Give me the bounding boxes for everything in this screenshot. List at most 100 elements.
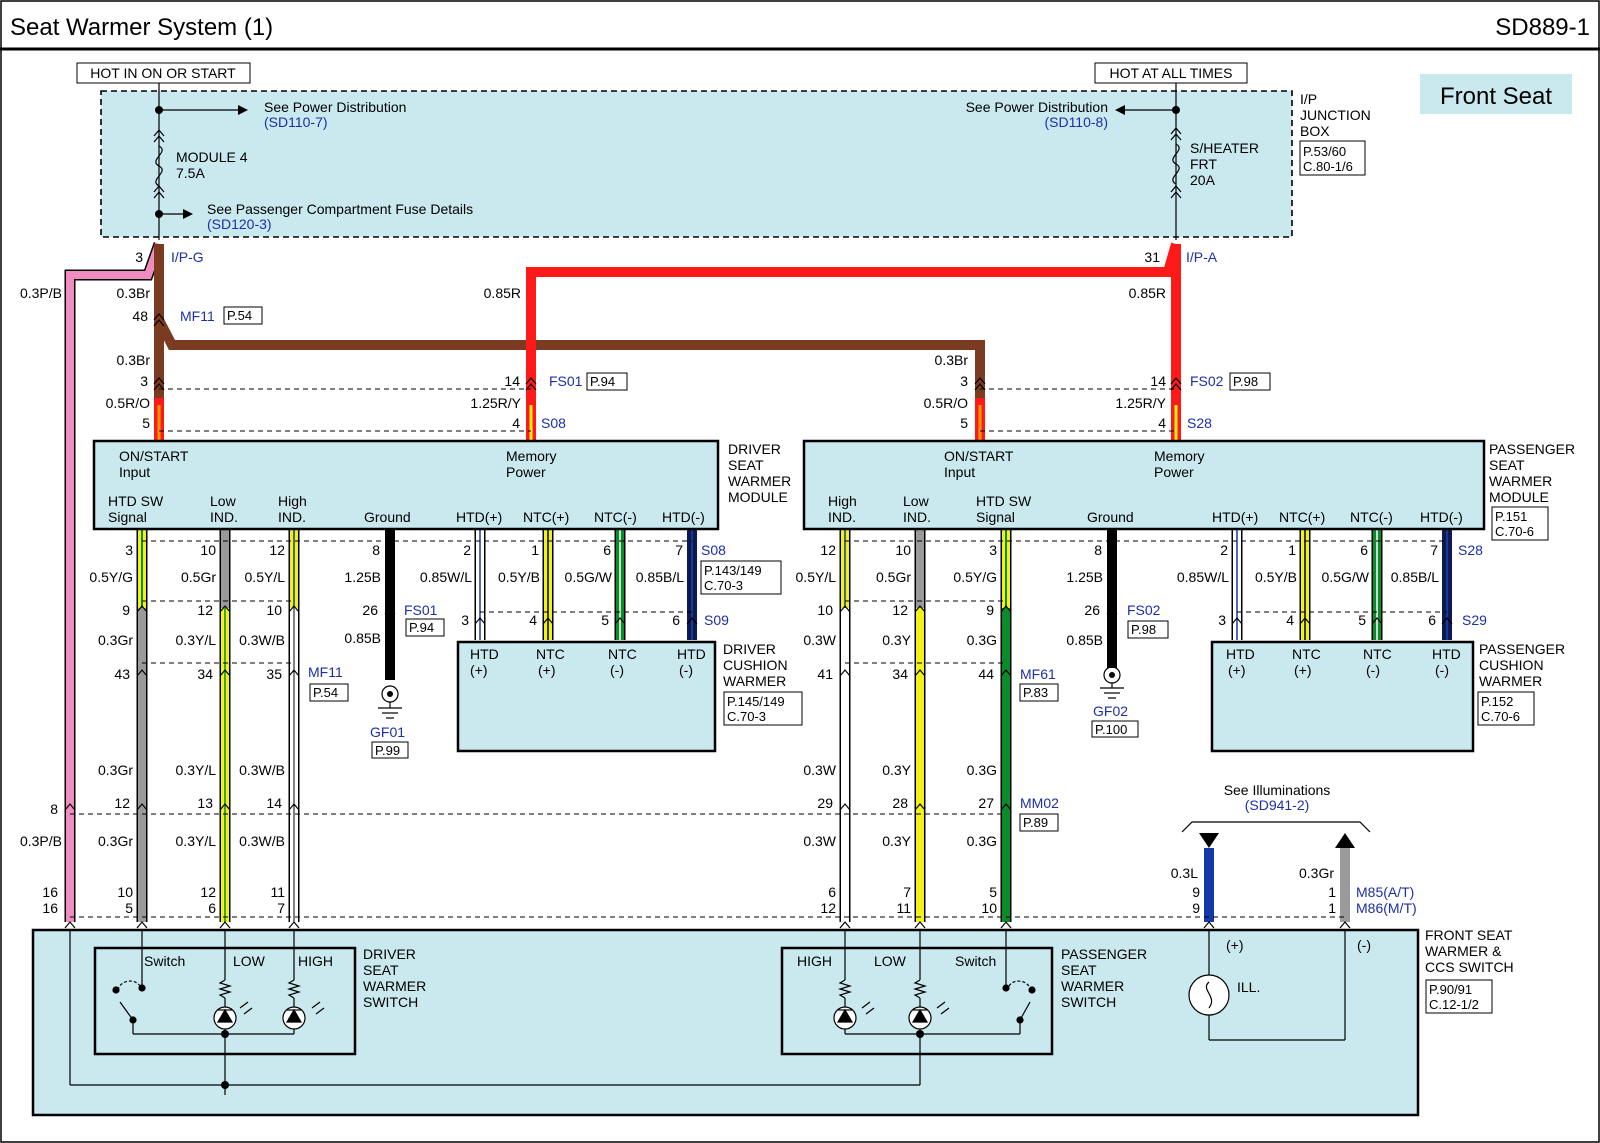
svg-text:0.3Y: 0.3Y xyxy=(882,833,911,849)
svg-text:44: 44 xyxy=(978,666,994,682)
conn-mf11-mid[interactable]: MF11 xyxy=(308,664,343,680)
conn-mf11-top[interactable]: MF11 xyxy=(180,308,215,324)
conn-fs02-ground[interactable]: FS02 xyxy=(1127,602,1161,618)
wire-0-3br-cross xyxy=(154,317,985,398)
conn-s28-bottom[interactable]: S28 xyxy=(1458,542,1483,558)
conn-fs02[interactable]: FS02 xyxy=(1190,373,1224,389)
svg-text:35: 35 xyxy=(266,666,282,682)
svg-text:MODULE 4: MODULE 4 xyxy=(176,149,248,165)
svg-text:0.3W: 0.3W xyxy=(803,632,836,648)
svg-text:0.3W/B: 0.3W/B xyxy=(239,632,285,648)
page-title: Seat Warmer System (1) xyxy=(10,14,273,41)
conn-m86[interactable]: M86(M/T) xyxy=(1356,900,1417,916)
svg-text:(-): (-) xyxy=(1357,937,1371,953)
svg-text:0.3G: 0.3G xyxy=(967,762,997,778)
ref-sd110-7[interactable]: (SD110-7) xyxy=(264,114,328,130)
ref-sd110-8[interactable]: (SD110-8) xyxy=(1044,114,1108,130)
conn-m85[interactable]: M85(A/T) xyxy=(1356,884,1414,900)
svg-text:NTC(+): NTC(+) xyxy=(1279,509,1325,525)
svg-text:NTC(-): NTC(-) xyxy=(594,509,637,525)
svg-text:8: 8 xyxy=(1094,542,1102,558)
svg-text:0.85W/L: 0.85W/L xyxy=(420,569,472,585)
svg-text:SEAT: SEAT xyxy=(363,962,399,978)
conn-s28-top[interactable]: S28 xyxy=(1187,415,1212,431)
svg-text:(+): (+) xyxy=(1294,662,1312,678)
svg-text:P.53/60: P.53/60 xyxy=(1303,144,1346,159)
svg-text:NTC(-): NTC(-) xyxy=(1350,509,1393,525)
svg-text:11: 11 xyxy=(896,900,911,916)
see-power-distribution-left: See Power Distribution xyxy=(264,99,406,115)
svg-text:7: 7 xyxy=(1430,542,1438,558)
svg-text:12: 12 xyxy=(269,542,285,558)
svg-text:HTD: HTD xyxy=(1432,646,1461,662)
svg-text:43: 43 xyxy=(114,666,130,682)
svg-text:4: 4 xyxy=(529,612,537,628)
svg-text:High: High xyxy=(828,493,857,509)
svg-text:P.54: P.54 xyxy=(227,308,252,323)
svg-text:0.3Br: 0.3Br xyxy=(117,352,151,368)
svg-text:SEAT: SEAT xyxy=(1061,962,1097,978)
conn-s08-bottom[interactable]: S08 xyxy=(701,542,726,558)
conn-mf61[interactable]: MF61 xyxy=(1020,666,1056,682)
diagram-code: SD889-1 xyxy=(1495,14,1590,41)
svg-text:(+): (+) xyxy=(1228,662,1246,678)
conn-fs01-ground[interactable]: FS01 xyxy=(404,602,438,618)
conn-mm02[interactable]: MM02 xyxy=(1020,795,1059,811)
svg-text:Input: Input xyxy=(944,464,975,480)
svg-text:DRIVER: DRIVER xyxy=(363,946,416,962)
svg-text:0.3Br: 0.3Br xyxy=(935,352,969,368)
svg-text:10: 10 xyxy=(817,602,833,618)
hot-in-run-label xyxy=(76,62,251,84)
svg-text:P.94: P.94 xyxy=(590,374,615,389)
svg-text:P.143/149: P.143/149 xyxy=(704,563,762,578)
svg-text:5: 5 xyxy=(125,900,133,916)
conn-fs01[interactable]: FS01 xyxy=(549,373,583,389)
conn-ip-g[interactable]: I/P-G xyxy=(171,249,204,265)
conn-ip-a[interactable]: I/P-A xyxy=(1186,249,1218,265)
svg-text:0.5Y/B: 0.5Y/B xyxy=(1255,569,1297,585)
svg-text:FRT: FRT xyxy=(1190,156,1217,172)
svg-text:1.25R/Y: 1.25R/Y xyxy=(1115,395,1166,411)
fuse-s-heater xyxy=(1172,143,1180,185)
conn-s08-top[interactable]: S08 xyxy=(541,415,566,431)
svg-text:Power: Power xyxy=(1154,464,1194,480)
svg-text:12: 12 xyxy=(892,602,908,618)
ref-sd120-3[interactable]: (SD120-3) xyxy=(207,216,272,232)
conn-s09[interactable]: S09 xyxy=(704,612,729,628)
svg-text:S/HEATER: S/HEATER xyxy=(1190,140,1259,156)
svg-text:0.5G/W: 0.5G/W xyxy=(1322,569,1370,585)
svg-text:1.25B: 1.25B xyxy=(1066,569,1103,585)
svg-text:16: 16 xyxy=(42,900,58,916)
svg-text:0.3W: 0.3W xyxy=(803,833,836,849)
svg-text:C.70-3: C.70-3 xyxy=(727,709,766,724)
ref-sd941-2[interactable]: (SD941-2) xyxy=(1245,797,1310,813)
svg-text:IND.: IND. xyxy=(210,509,238,525)
svg-text:0.85R: 0.85R xyxy=(484,285,521,301)
svg-text:3: 3 xyxy=(960,373,968,389)
svg-text:C.70-6: C.70-6 xyxy=(1481,709,1520,724)
svg-text:Input: Input xyxy=(119,464,150,480)
ground-gf02[interactable]: GF02 xyxy=(1093,703,1128,719)
svg-text:0.3G: 0.3G xyxy=(967,833,997,849)
svg-text:0.3Gr: 0.3Gr xyxy=(98,762,133,778)
svg-text:NTC(+): NTC(+) xyxy=(523,509,569,525)
svg-text:7: 7 xyxy=(903,884,911,900)
svg-text:0.3W/B: 0.3W/B xyxy=(239,833,285,849)
svg-text:2: 2 xyxy=(463,542,471,558)
svg-text:6: 6 xyxy=(828,884,836,900)
svg-text:HTD(+): HTD(+) xyxy=(1212,509,1258,525)
svg-text:34: 34 xyxy=(892,666,908,682)
ground-gf01[interactable]: GF01 xyxy=(370,724,405,740)
conn-s29[interactable]: S29 xyxy=(1462,612,1487,628)
svg-text:P.145/149: P.145/149 xyxy=(727,694,785,709)
svg-text:PASSENGER: PASSENGER xyxy=(1061,946,1147,962)
svg-text:0.3P/B: 0.3P/B xyxy=(20,285,62,301)
svg-text:0.3Y/L: 0.3Y/L xyxy=(176,833,217,849)
svg-text:P.100: P.100 xyxy=(1095,722,1127,737)
svg-text:0.3W: 0.3W xyxy=(803,762,836,778)
svg-text:14: 14 xyxy=(504,373,520,389)
svg-text:0.5Y/G: 0.5Y/G xyxy=(89,569,133,585)
svg-text:12: 12 xyxy=(200,884,216,900)
svg-text:0.5Y/L: 0.5Y/L xyxy=(796,569,837,585)
svg-text:(+): (+) xyxy=(1226,937,1244,953)
